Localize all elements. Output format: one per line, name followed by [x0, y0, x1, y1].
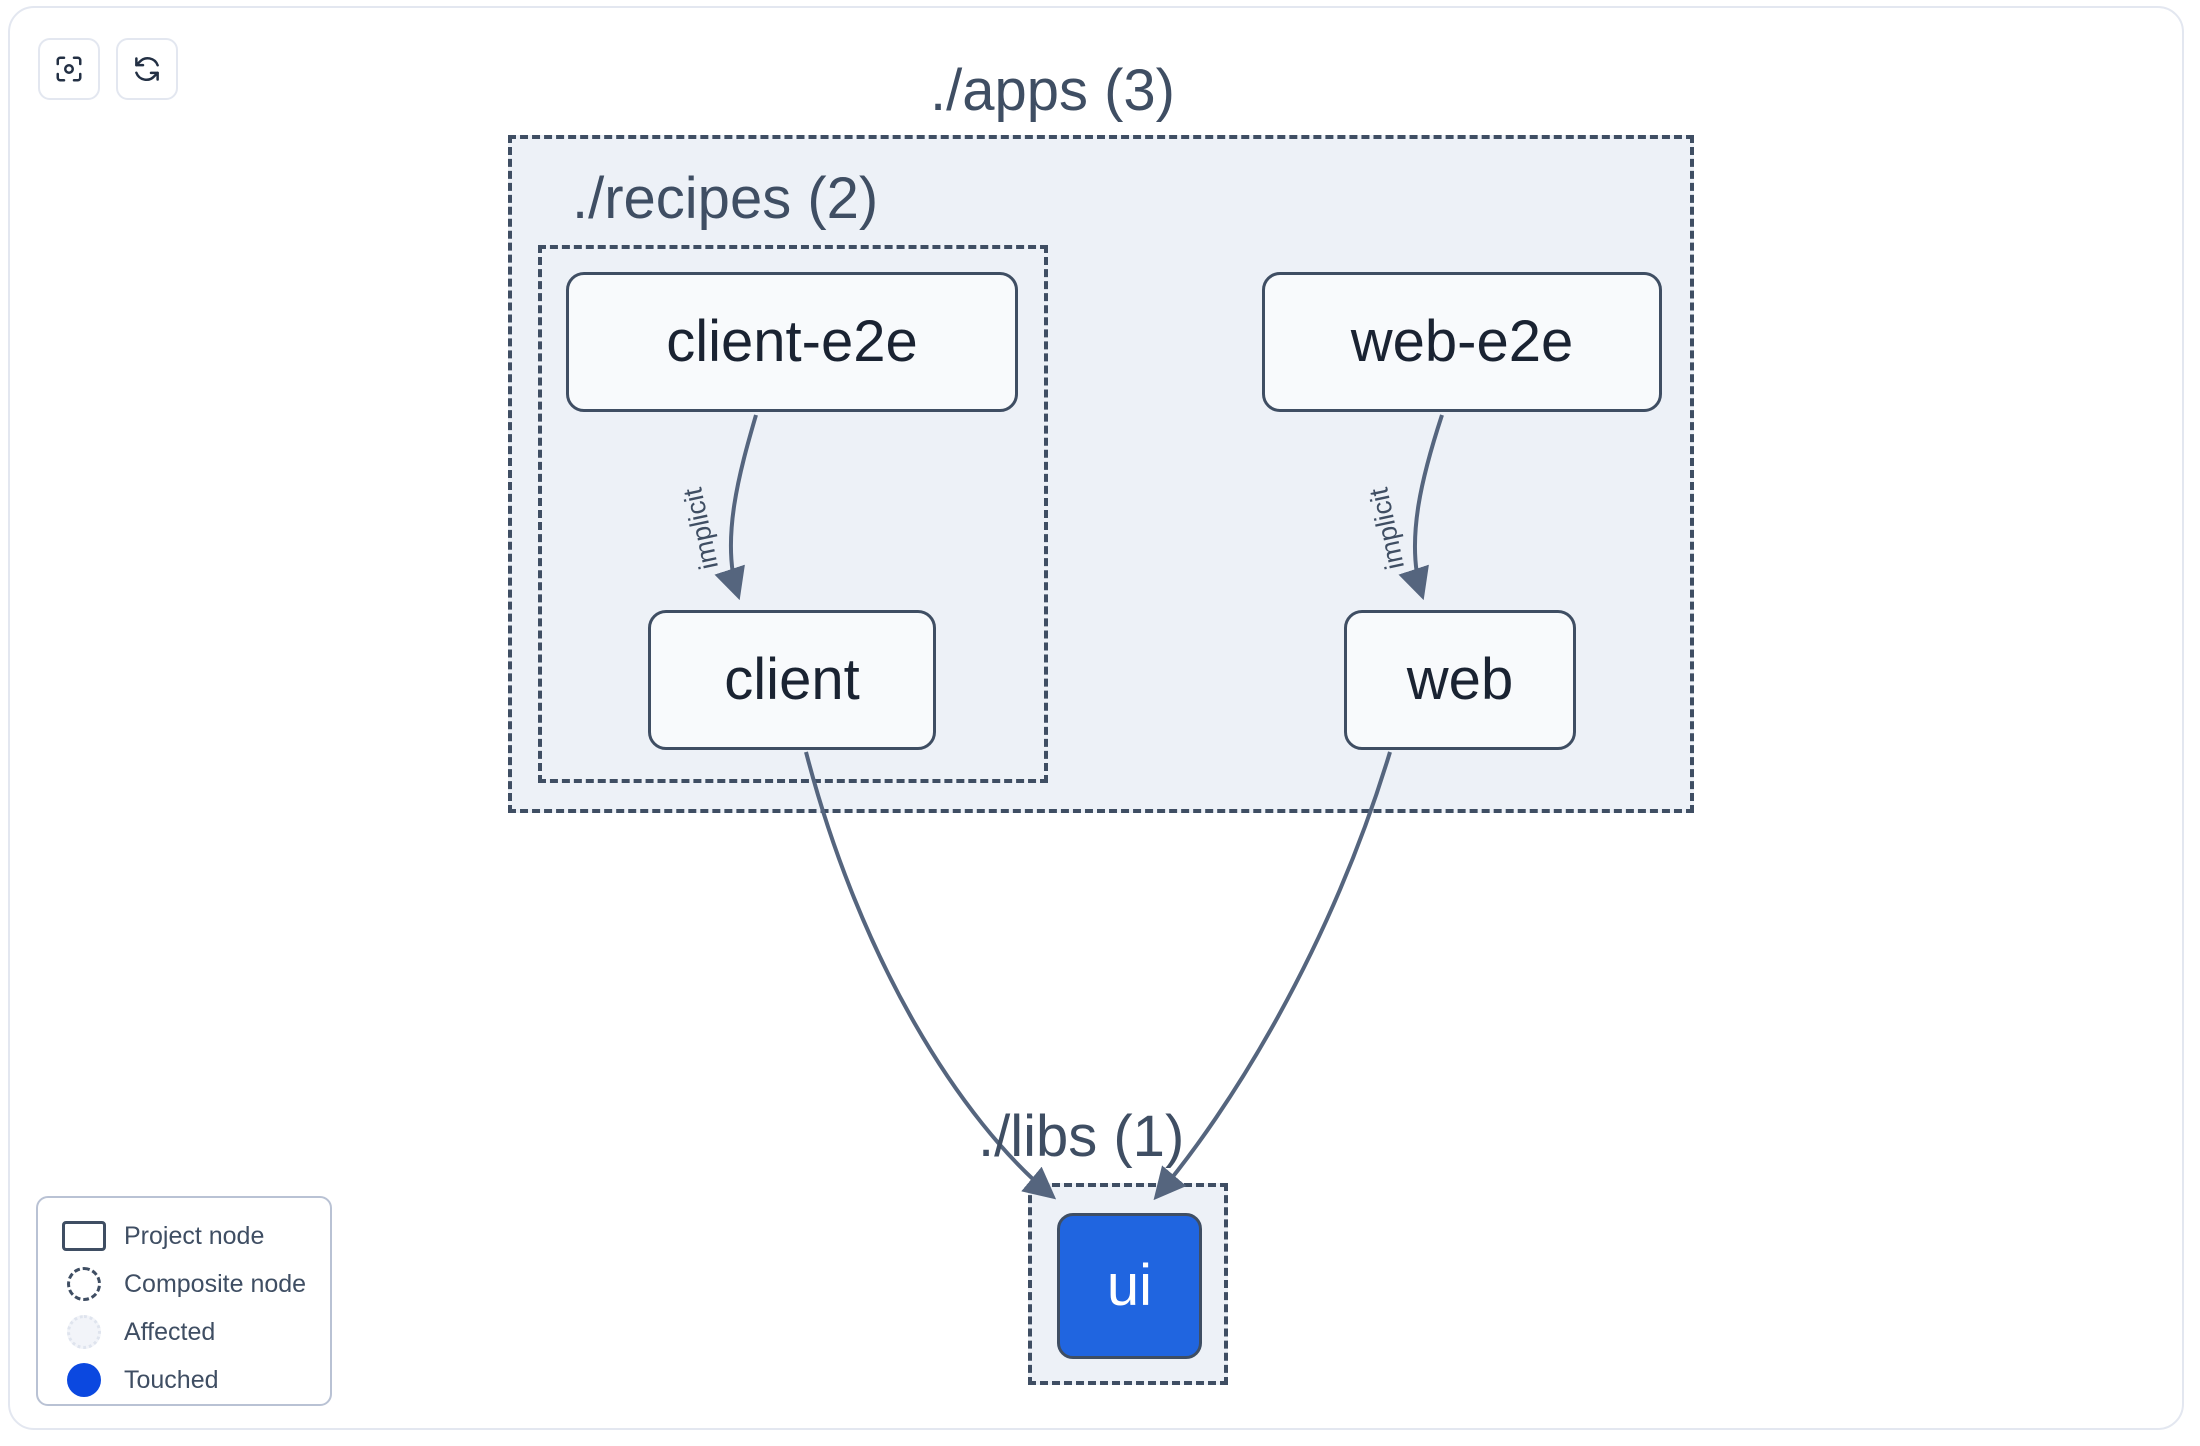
legend-item-composite-node: Composite node	[62, 1260, 330, 1308]
project-node-ui[interactable]: ui	[1057, 1213, 1202, 1359]
legend-item-project-node: Project node	[62, 1212, 330, 1260]
focus-target-icon	[54, 54, 84, 84]
project-node-client[interactable]: client	[648, 610, 936, 750]
affected-swatch	[62, 1315, 106, 1349]
legend-label-project-node: Project node	[124, 1221, 265, 1250]
project-node-web[interactable]: web	[1344, 610, 1576, 750]
focus-graph-button[interactable]	[38, 38, 100, 100]
graph-legend: Project node Composite node Affected Tou…	[36, 1196, 332, 1406]
legend-label-touched: Touched	[124, 1365, 219, 1394]
group-label-recipes: ./recipes (2)	[572, 166, 879, 231]
legend-item-touched: Touched	[62, 1356, 330, 1404]
project-node-swatch	[62, 1220, 106, 1252]
legend-label-composite-node: Composite node	[124, 1269, 307, 1298]
project-node-web-e2e[interactable]: web-e2e	[1262, 272, 1662, 412]
refresh-icon	[132, 54, 162, 84]
legend-label-affected: Affected	[124, 1317, 216, 1346]
composite-node-swatch	[62, 1267, 106, 1301]
refresh-graph-button[interactable]	[116, 38, 178, 100]
graph-toolbar	[38, 38, 178, 100]
group-label-apps: ./apps (3)	[930, 58, 1175, 123]
touched-swatch	[62, 1363, 106, 1397]
project-node-client-e2e[interactable]: client-e2e	[566, 272, 1018, 412]
legend-item-affected: Affected	[62, 1308, 330, 1356]
group-label-libs: ./libs (1)	[978, 1104, 1185, 1169]
